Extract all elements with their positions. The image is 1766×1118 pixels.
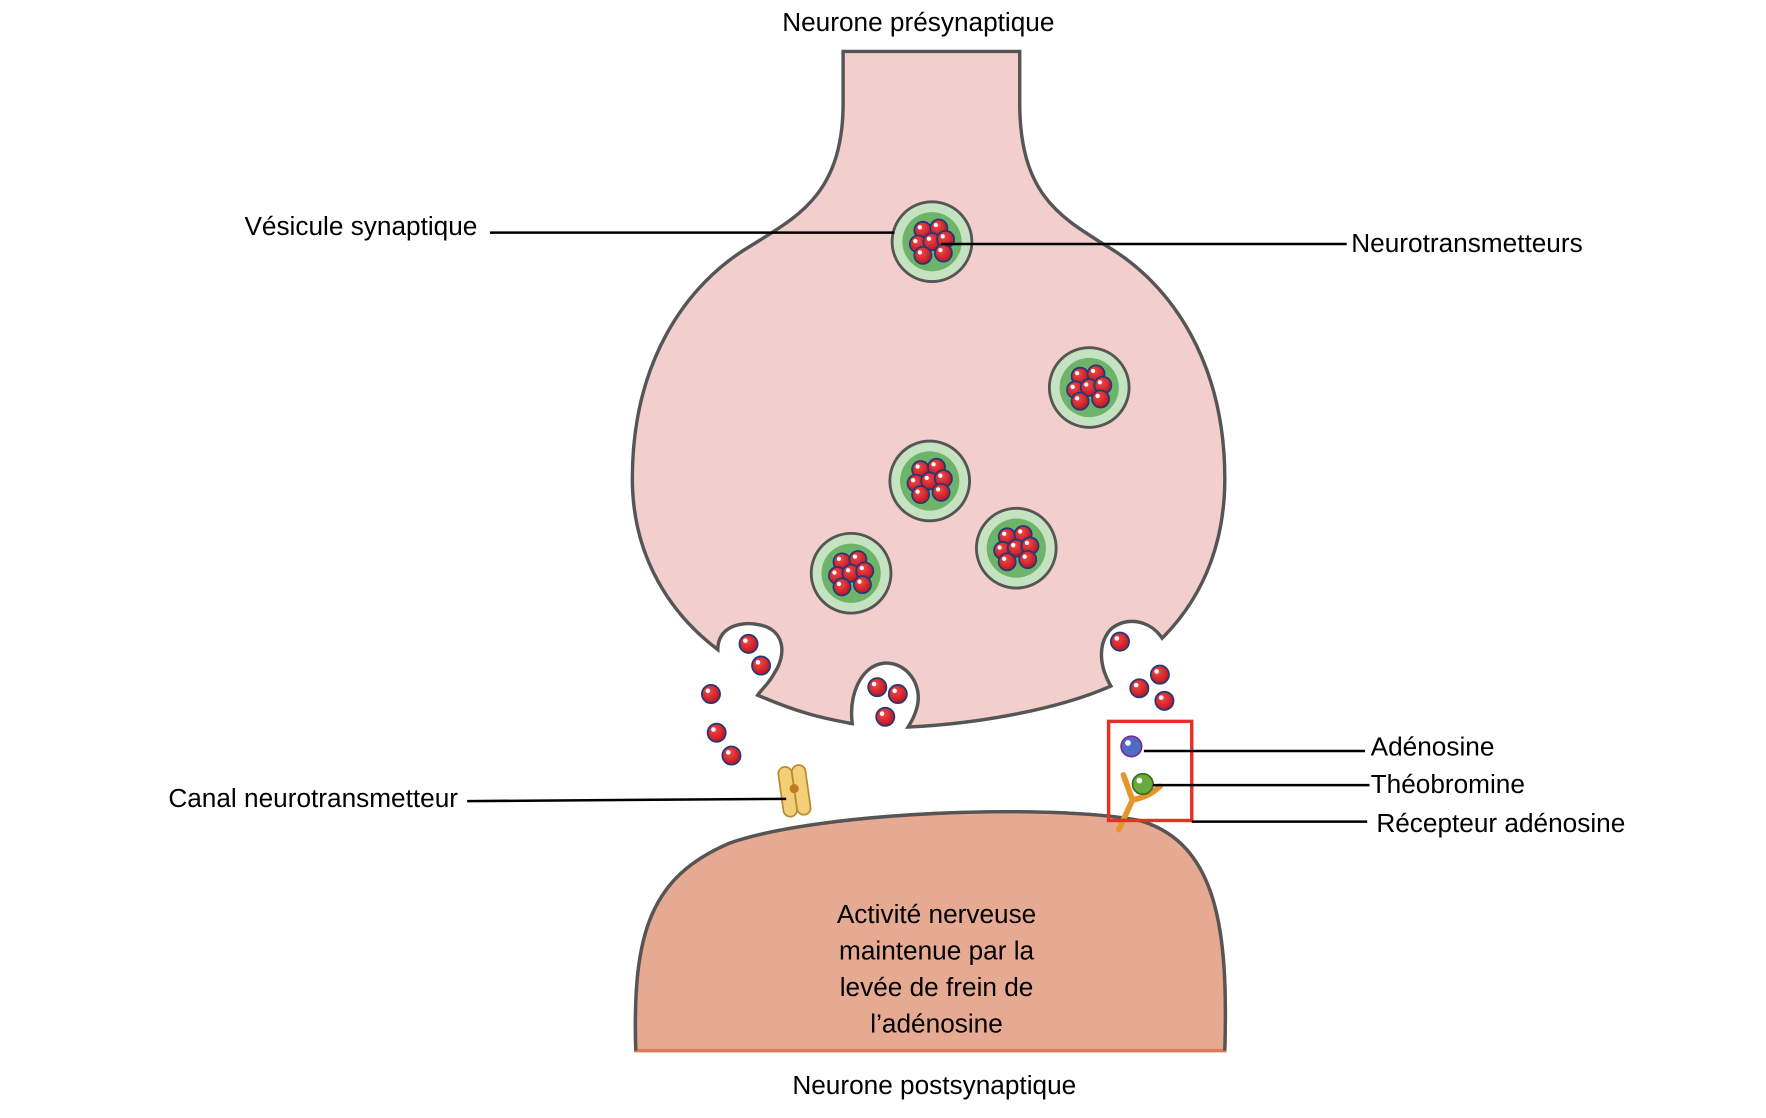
adenosine-label: Adénosine [1371, 732, 1495, 762]
postsynaptic-membrane [633, 809, 1228, 1051]
neurotransmitter-clusters [828, 218, 1113, 597]
neurotransmitter [911, 485, 930, 505]
neurotransmitter [997, 552, 1017, 572]
neurotransmitter [751, 655, 772, 676]
neurotransmitter [1154, 690, 1175, 711]
neurotransmitter [933, 243, 953, 263]
postsynaptic-text-4: l’adénosine [870, 1008, 1003, 1038]
adenosine-receptor-icon [1115, 772, 1163, 833]
neurotransmitter [887, 684, 908, 704]
postsynaptic-label: Neurone postsynaptique [792, 1070, 1076, 1100]
neurotransmitter [875, 706, 896, 727]
neurotransmitter [1018, 550, 1038, 569]
neurotransmitter [1070, 391, 1090, 411]
neurotransmitter [867, 677, 888, 698]
neurotransmitter [832, 577, 852, 597]
receptor-label: Récepteur adénosine [1376, 808, 1625, 838]
postsynaptic-text-3: levée de frein de [840, 972, 1034, 1002]
neurotransmitter [1091, 389, 1111, 409]
presynaptic-neuron [630, 49, 1227, 729]
neurotransmitter [1110, 631, 1130, 652]
neurotransmitters-label: Neurotransmetteurs [1351, 228, 1582, 258]
neurotransmitter [931, 482, 951, 502]
channel-label: Canal neurotransmetteur [168, 783, 458, 813]
leader-channel [467, 797, 787, 803]
ion-channel-icon [777, 764, 812, 818]
neurotransmitter [700, 684, 721, 704]
neurotransmitter [738, 633, 759, 654]
highlight-box [1106, 719, 1194, 823]
postsynaptic-text-2: maintenue par la [839, 935, 1035, 965]
theobromine-label: Théobromine [1371, 769, 1525, 799]
neurotransmitter [721, 745, 742, 766]
neurotransmitter [706, 722, 727, 743]
released-neurotransmitters [700, 631, 1175, 766]
neurotransmitter [1129, 678, 1150, 699]
theobromine-molecule [1131, 772, 1154, 796]
vesicle-label: Vésicule synaptique [244, 211, 477, 241]
neurotransmitter [853, 575, 872, 595]
postsynaptic-text-1: Activité nerveuse [837, 899, 1036, 929]
adenosine-molecule [1120, 735, 1143, 758]
neurotransmitter [913, 245, 933, 265]
presynaptic-label: Neurone présynaptique [782, 7, 1054, 37]
neurotransmitter [1149, 664, 1170, 685]
